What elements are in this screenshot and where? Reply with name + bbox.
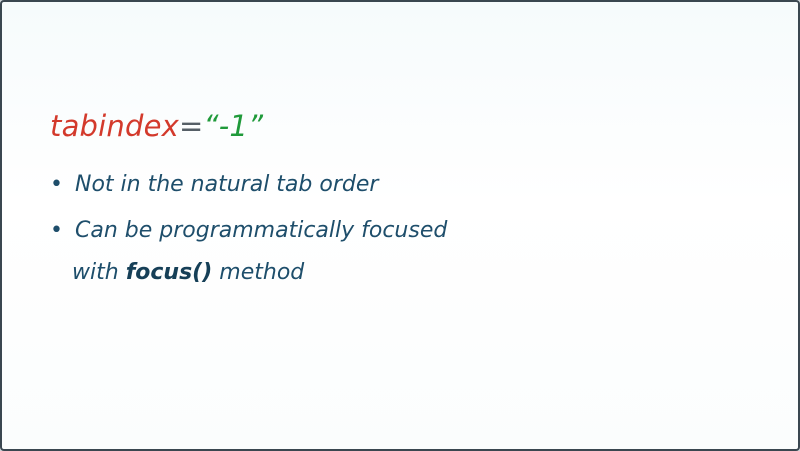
bullet-text: Can be programmatically focused (75, 218, 448, 243)
attribute-name: tabindex (50, 109, 179, 143)
attribute-value: “-1” (203, 109, 264, 143)
continuation-after: method (219, 260, 305, 285)
bullet-marker: • (50, 218, 63, 243)
bullet-marker: • (50, 172, 63, 197)
bullet-text: Not in the natural tab order (75, 172, 379, 197)
bullet-item-1: • Not in the natural tab order (50, 172, 378, 197)
slide-title: tabindex=“-1” (50, 109, 263, 143)
bullet-item-2: • Can be programmatically focused (50, 218, 447, 243)
equals-sign: = (179, 109, 204, 143)
bullet-item-2-continuation: with focus() method (72, 260, 304, 285)
continuation-before: with (72, 260, 119, 285)
code-snippet: focus() (125, 260, 213, 285)
